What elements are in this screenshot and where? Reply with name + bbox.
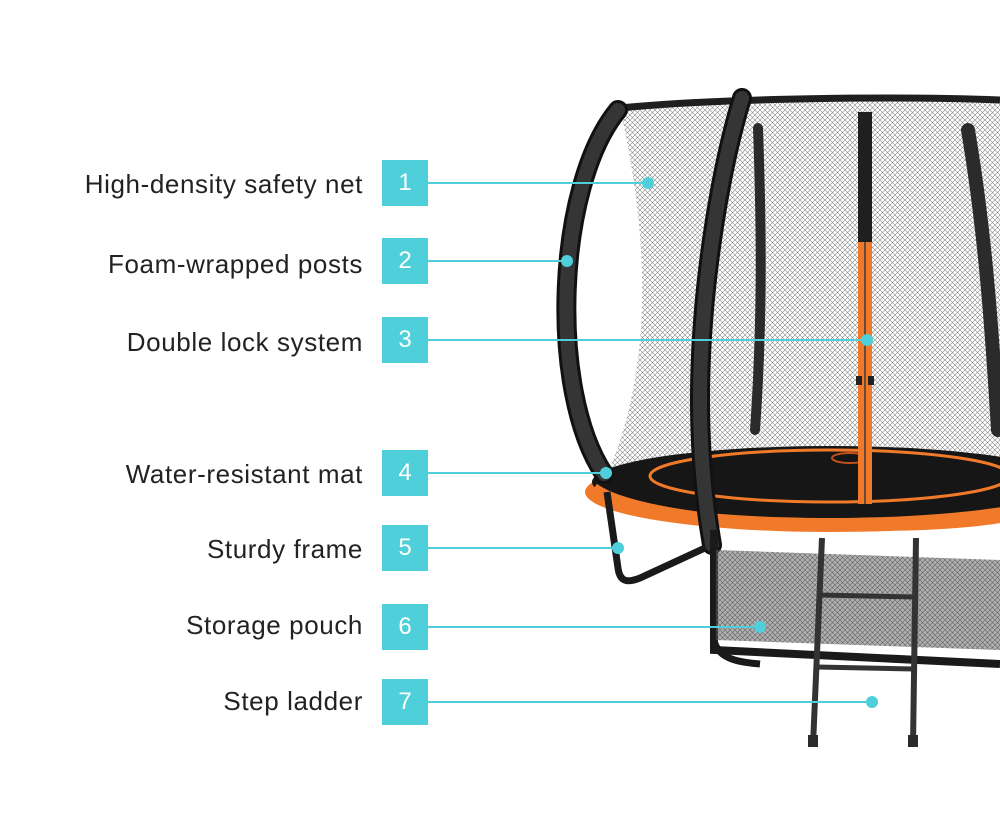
double-lock-clip (868, 376, 874, 385)
callout-badge-6: 6 (382, 604, 428, 650)
callout-label-3: Double lock system (126, 327, 363, 357)
frame-leg-front (710, 530, 1000, 668)
callout-dot-1 (642, 177, 654, 189)
callout-dot-2 (561, 255, 573, 267)
callout-label-4: Water-resistant mat (125, 459, 363, 489)
callout-label-7: Step ladder (223, 686, 363, 716)
storage-pouch-mesh (716, 550, 1000, 650)
callout-label-5: Sturdy frame (206, 534, 363, 564)
callout-label-1: High-density safety net (84, 169, 363, 199)
net-top-band (619, 94, 1000, 112)
foam-post-left-inner (559, 103, 625, 481)
double-lock-clip (856, 376, 862, 385)
callout-badge-5: 5 (382, 525, 428, 571)
callout-dot-6 (754, 621, 766, 633)
frame-leg-front-curve (710, 638, 761, 668)
callout-badge-7: 7 (382, 679, 428, 725)
callout-dot-5 (612, 542, 624, 554)
callout-dot-4 (600, 467, 612, 479)
callout-badge-1: 1 (382, 160, 428, 206)
net-back-post (750, 123, 766, 435)
callout-dot-7 (866, 696, 878, 708)
callout-dot-3 (861, 334, 873, 346)
net-back-post (961, 123, 1000, 437)
safety-net (610, 100, 1000, 486)
callout-label-6: Storage pouch (186, 610, 363, 640)
frame-ring-edge (591, 483, 1000, 532)
callout-badge-2: 2 (382, 238, 428, 284)
callout-badge-4: 4 (382, 450, 428, 496)
callout-badge-3: 3 (382, 317, 428, 363)
mat-orange-stripe (648, 448, 1000, 504)
frame-leg-left (603, 491, 707, 585)
net-door-strap (858, 112, 872, 242)
callout-label-2: Foam-wrapped posts (107, 249, 363, 279)
step-ladder (808, 537, 919, 747)
foam-post-front-inner (692, 91, 749, 552)
